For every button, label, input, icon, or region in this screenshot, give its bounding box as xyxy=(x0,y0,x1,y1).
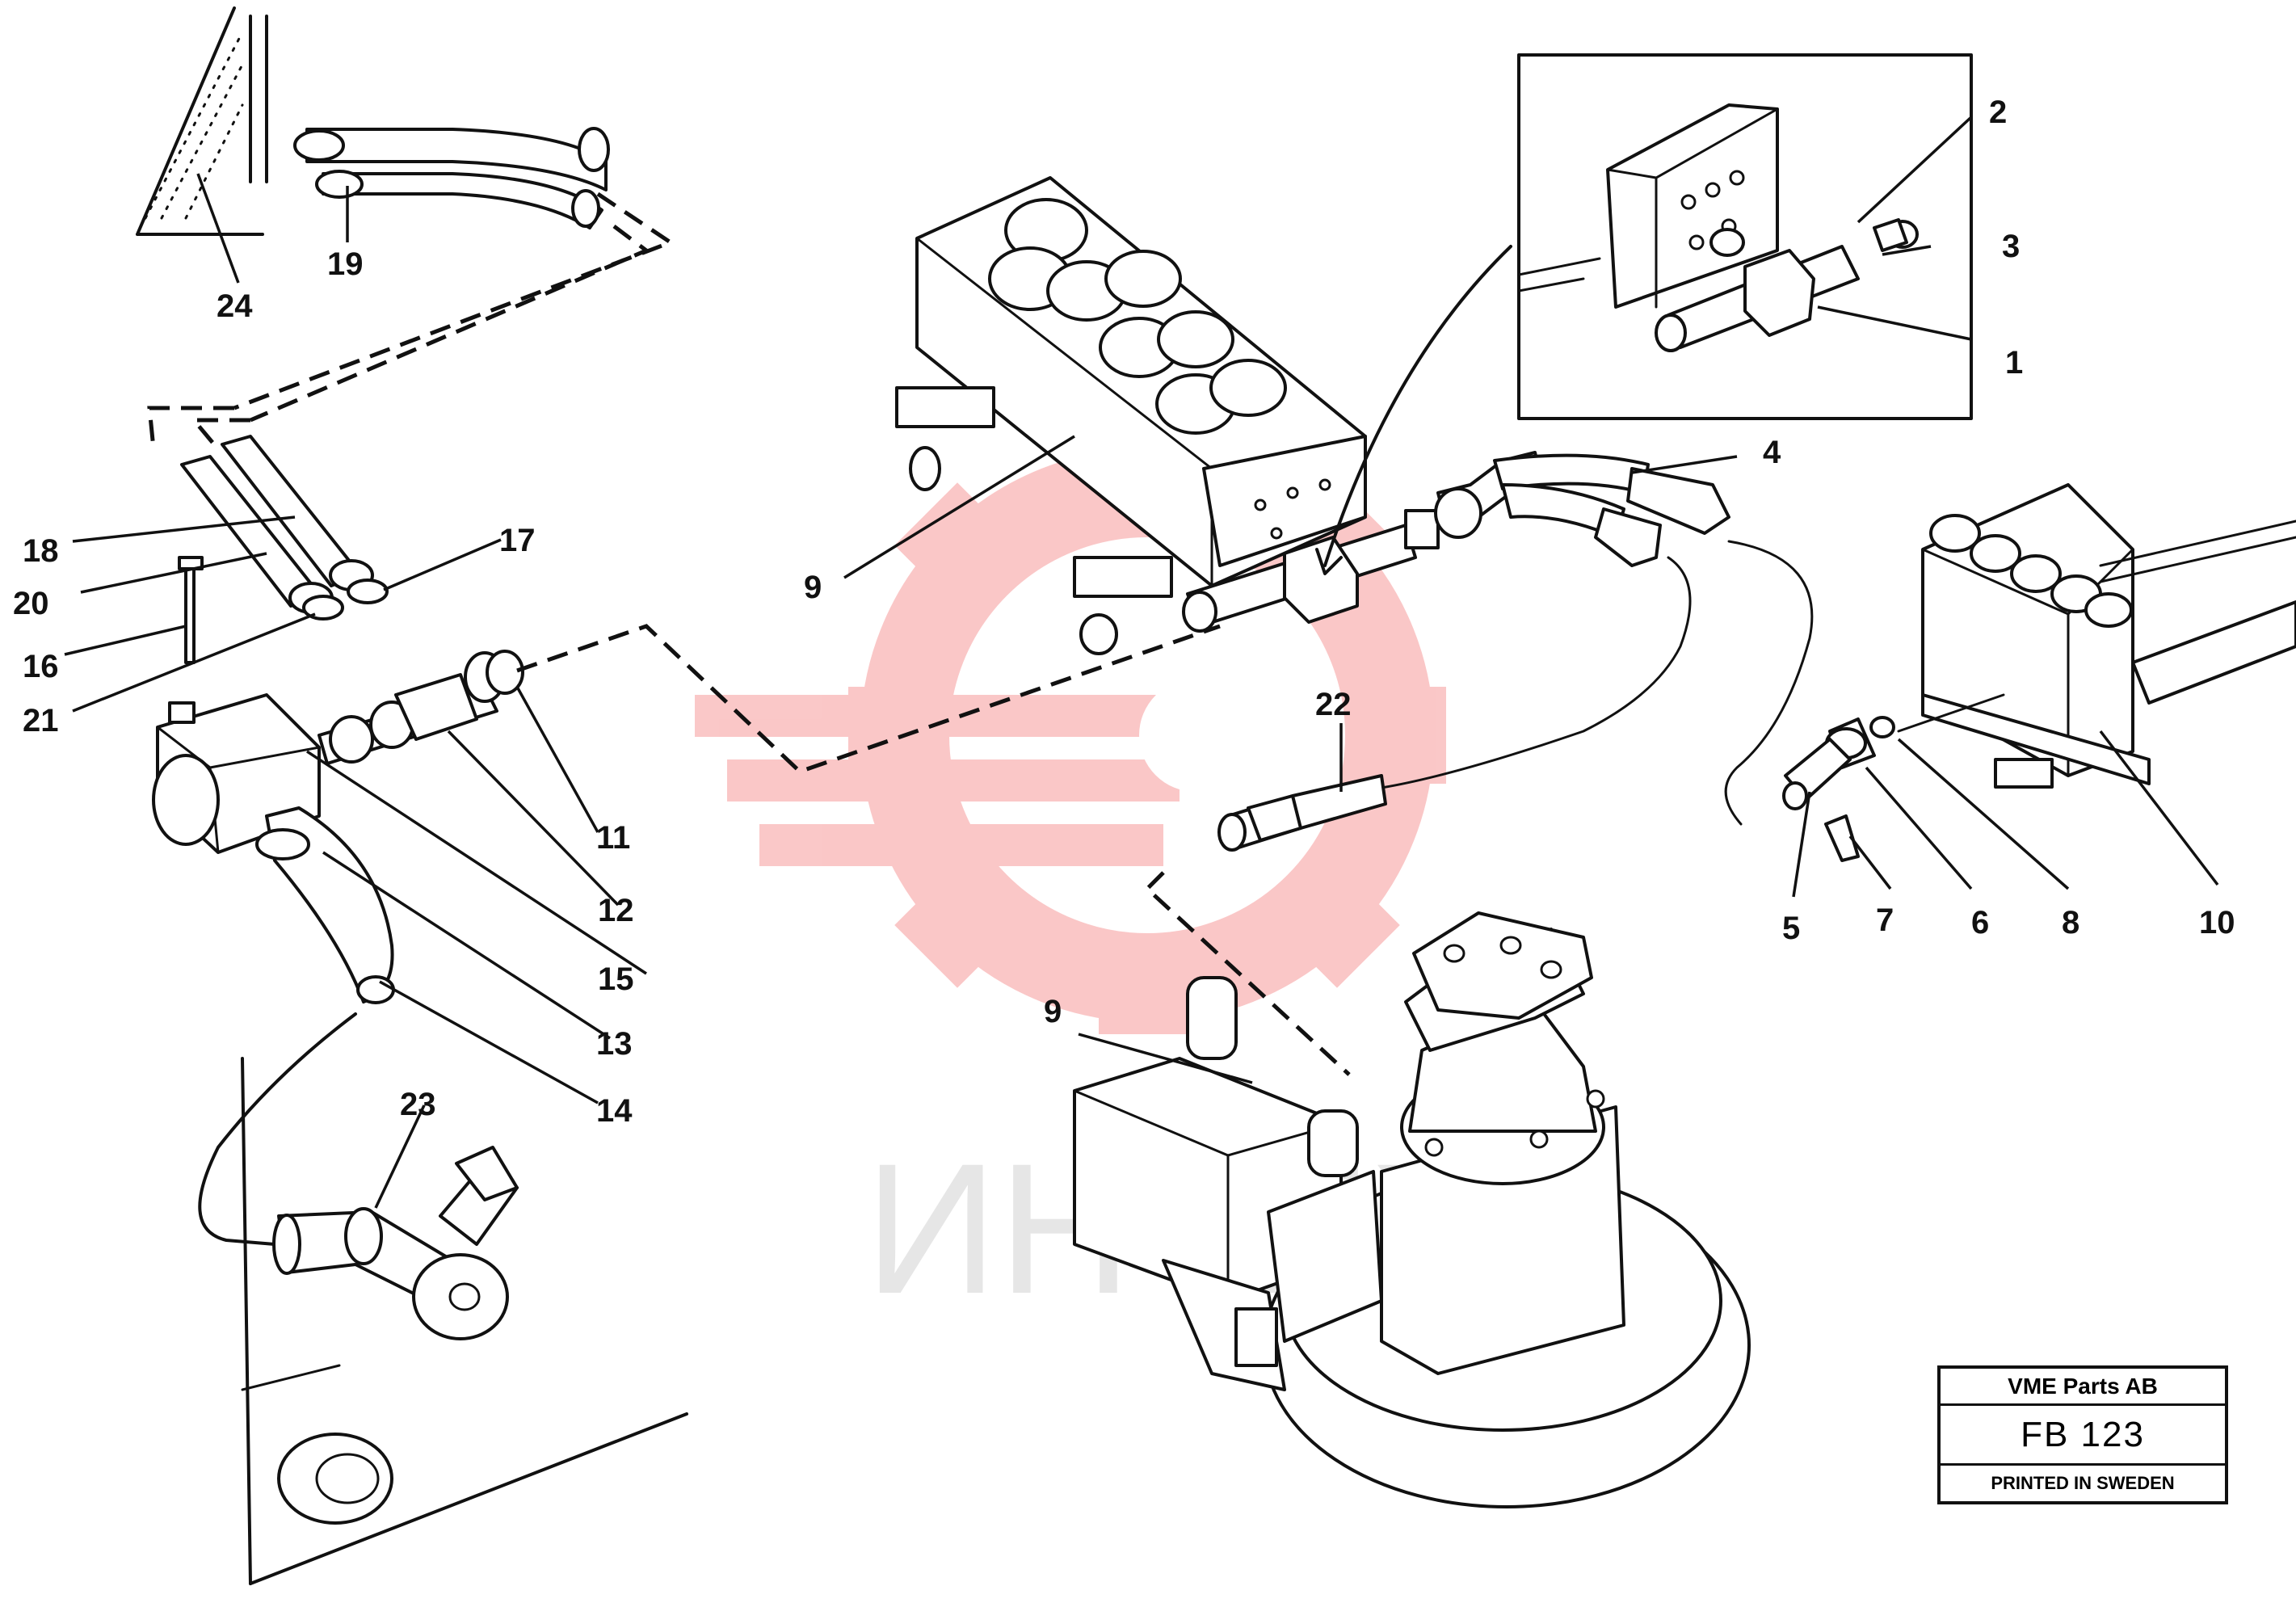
filter-block-assembly xyxy=(152,624,1221,1004)
callout-16: 16 xyxy=(23,649,59,684)
callout-24: 24 xyxy=(217,288,253,324)
callout-leaders xyxy=(64,116,2219,1209)
callout-2: 2 xyxy=(1989,95,2007,130)
callout-18: 18 xyxy=(23,533,59,569)
suction-fitting-assembly xyxy=(198,1012,688,1585)
callout-9-main-valve: 9 xyxy=(804,570,822,605)
return-pipe-assembly xyxy=(147,406,389,664)
title-block-company: VME Parts AB xyxy=(1941,1369,2225,1406)
callout-19: 19 xyxy=(327,246,364,282)
swing-motor-assembly xyxy=(1073,911,1751,1508)
gear-wrench-logo-icon xyxy=(695,436,1446,1034)
pilot-valve-assembly xyxy=(1782,483,2296,862)
callout-6: 6 xyxy=(1971,905,1989,940)
control-valve-main xyxy=(895,176,1512,655)
callout-9-motor-valve: 9 xyxy=(1044,994,1062,1029)
callout-labels: 1 2 3 4 5 6 7 8 9 9 10 11 12 13 14 15 16… xyxy=(13,95,2235,1129)
callout-10: 10 xyxy=(2199,905,2235,940)
title-block-printed: PRINTED IN SWEDEN xyxy=(1991,1473,2175,1493)
callout-22: 22 xyxy=(1315,687,1352,722)
callout-8: 8 xyxy=(2062,905,2079,940)
callout-21: 21 xyxy=(23,703,59,738)
callout-1: 1 xyxy=(2005,345,2023,381)
pressure-hoses xyxy=(1144,451,1814,1076)
callout-11: 11 xyxy=(596,820,630,856)
title-block: VME Parts AB FB 123 PRINTED IN SWEDEN xyxy=(1937,1365,2228,1504)
callout-3: 3 xyxy=(2002,229,2020,264)
title-block-code: FB 123 xyxy=(1941,1406,2225,1466)
inset-detail-box xyxy=(1517,53,1973,420)
callout-20: 20 xyxy=(13,586,49,621)
callout-4: 4 xyxy=(1763,435,1781,470)
callout-23: 23 xyxy=(400,1087,436,1122)
callout-7: 7 xyxy=(1876,902,1894,938)
callout-15: 15 xyxy=(598,961,634,997)
callout-13: 13 xyxy=(596,1026,633,1062)
tank-hose-assembly xyxy=(136,6,675,423)
valve-spool-caps xyxy=(988,198,1287,435)
callout-12: 12 xyxy=(598,893,634,928)
callout-14: 14 xyxy=(596,1093,633,1129)
callout-17: 17 xyxy=(499,523,536,558)
callout-5: 5 xyxy=(1782,911,1800,946)
motor-valve-block xyxy=(1073,976,1383,1391)
